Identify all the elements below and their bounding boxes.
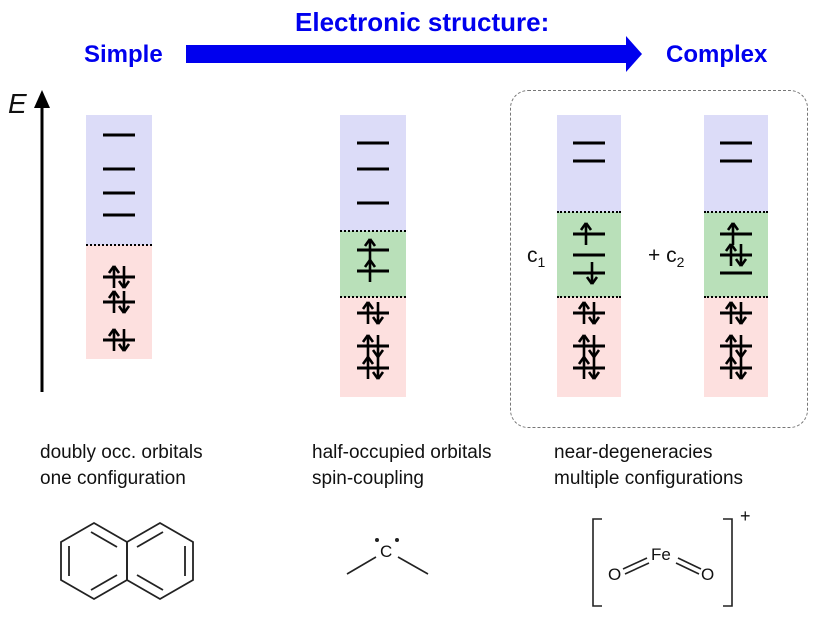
orbital-diagram-config-1 [557, 115, 621, 397]
virtual-orbitals-region [340, 115, 406, 231]
orbital-diagram-open-shell [340, 115, 406, 397]
caption-line-1: half-occupied orbitals [312, 442, 492, 463]
caption-multiconfig: near-degeneracies multiple configuration… [554, 440, 743, 492]
diagram-title: Electronic structure: [295, 7, 550, 37]
coefficient-c2: + c2 [648, 244, 685, 271]
caption-line-2: spin-coupling [312, 468, 424, 489]
active-space-top-line [704, 211, 768, 213]
caption-line-2: multiple configurations [554, 468, 744, 489]
caption-line-1: near-degeneracies [554, 442, 713, 463]
caption-open-shell: half-occupied orbitals spin-coupling [312, 440, 492, 492]
caption-closed-shell: doubly occ. orbitals one configuration [40, 440, 203, 492]
active-space-bottom-line [704, 296, 768, 298]
carbene-atom-label: C [380, 542, 393, 561]
simple-label: Simple [84, 41, 163, 68]
orbital-levels [720, 141, 752, 275]
orbital-levels [103, 133, 135, 217]
orbital-levels [573, 141, 605, 257]
complex-label: Complex [666, 41, 768, 68]
caption-line-2: one configuration [40, 468, 186, 489]
oxygen-left-label: O [608, 565, 622, 584]
orbital-diagram-closed-shell [86, 115, 152, 359]
multiconfiguration-box [510, 90, 808, 428]
energy-axis-label: E [8, 88, 27, 119]
coefficient-c1: c1 [527, 244, 546, 271]
iron-label: Fe [651, 545, 671, 564]
virtual-orbitals-region [557, 115, 621, 212]
active-space-bottom-line [557, 296, 621, 298]
caption-line-1: doubly occ. orbitals [40, 442, 203, 463]
active-space-top-line [557, 211, 621, 213]
virtual-orbitals-region [704, 115, 768, 212]
orbital-diagram-config-2 [704, 115, 768, 397]
active-space-bottom-line [340, 296, 406, 298]
virtual-orbitals-region [86, 115, 152, 245]
orbital-levels [357, 141, 389, 205]
oxygen-right-label: O [701, 565, 715, 584]
fermi-level-line [86, 244, 152, 246]
active-space-top-line [340, 230, 406, 232]
charge-label: + [740, 506, 751, 526]
